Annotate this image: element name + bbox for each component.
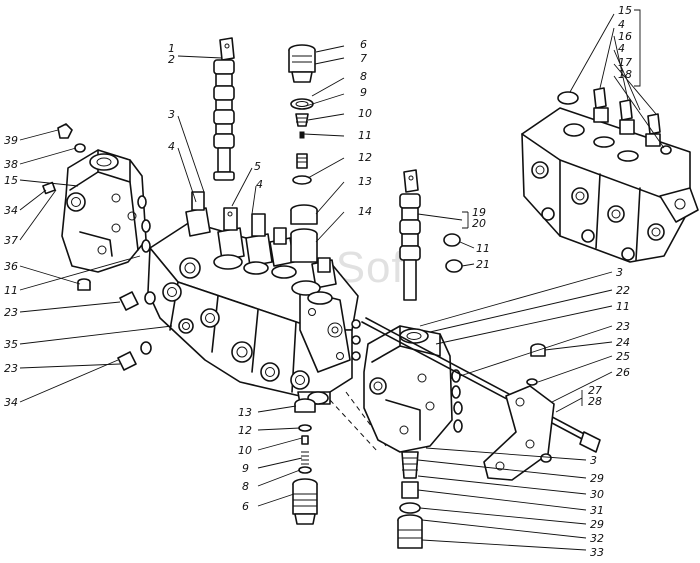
callout-9: 9 [360, 86, 367, 99]
relief-valve-stack-top [288, 44, 318, 263]
callout-3: 3 [616, 266, 623, 279]
callout-21: 21 [476, 258, 490, 271]
callout-22: 22 [616, 284, 630, 297]
callout-23: 23 [4, 306, 18, 319]
lower-valve-stack [292, 398, 318, 525]
control-spool-19-20 [399, 169, 463, 301]
callout-3: 3 [590, 454, 597, 467]
callout-11: 11 [358, 129, 372, 142]
callout-11: 11 [616, 300, 630, 313]
callout-16: 16 [618, 30, 632, 43]
callout-24: 24 [616, 336, 630, 349]
callout-31: 31 [590, 504, 604, 517]
callout-34: 34 [4, 204, 18, 217]
callout-3: 3 [168, 108, 175, 121]
callout-14: 14 [358, 205, 372, 218]
callout-11: 11 [4, 284, 18, 297]
callout-11: 11 [476, 242, 490, 255]
callout-13: 13 [238, 406, 252, 419]
leader-lines [19, 9, 665, 551]
callout-23: 23 [4, 362, 18, 375]
callout-29: 29 [590, 518, 604, 531]
callout-35: 35 [4, 338, 18, 351]
right-end-cover-22 [361, 317, 601, 453]
callout-7: 7 [360, 52, 367, 65]
callout-15: 15 [618, 4, 632, 17]
callout-37: 37 [4, 234, 18, 247]
callout-4: 4 [618, 18, 625, 31]
callout-15: 15 [4, 174, 18, 187]
callout-5: 5 [254, 160, 261, 173]
callout-4: 4 [618, 42, 625, 55]
callout-4: 4 [168, 140, 175, 153]
main-distributor-body [147, 191, 361, 405]
callout-12: 12 [238, 424, 252, 437]
callout-39: 39 [4, 134, 18, 147]
callout-23: 23 [616, 320, 630, 333]
assembled-distributor-view [521, 87, 699, 263]
callout-12: 12 [358, 151, 372, 164]
right-lower-stack [397, 451, 423, 549]
callout-25: 25 [616, 350, 630, 363]
callout-10: 10 [358, 107, 372, 120]
plugs-left [117, 291, 156, 371]
callout-36: 36 [4, 260, 18, 273]
callout-17: 17 [618, 56, 632, 69]
callout-6: 6 [360, 38, 367, 51]
callout-32: 32 [590, 532, 604, 545]
left-end-cover-15 [42, 123, 151, 291]
callout-34: 34 [4, 396, 18, 409]
callout-33: 33 [590, 546, 604, 559]
callout-13: 13 [358, 175, 372, 188]
callout-18: 18 [618, 68, 632, 81]
callout-4: 4 [256, 178, 263, 191]
callout-8: 8 [360, 70, 367, 83]
callout-6: 6 [242, 500, 249, 513]
callout-8: 8 [242, 480, 249, 493]
callout-30: 30 [590, 488, 604, 501]
control-spool-1-2 [213, 37, 235, 181]
callout-10: 10 [238, 444, 252, 457]
callout-38: 38 [4, 158, 18, 171]
callout-29: 29 [590, 472, 604, 485]
callout-26: 26 [616, 366, 630, 379]
callout-9: 9 [242, 462, 249, 475]
